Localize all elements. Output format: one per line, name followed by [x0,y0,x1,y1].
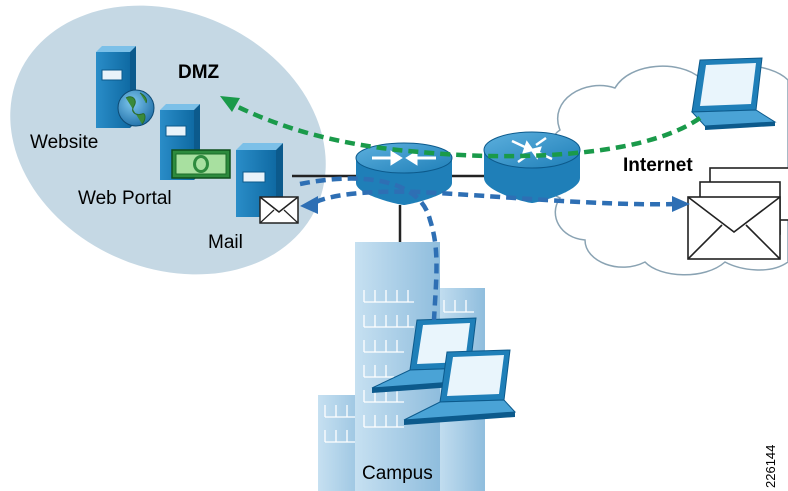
mail-flow [299,176,677,321]
globe-icon [117,89,155,127]
envelope-stack-icon [687,167,788,260]
green-arrowhead [220,96,240,112]
mail-label: Mail [208,232,243,253]
internet-label: Internet [623,155,693,176]
money-icon [171,149,231,179]
blue-arrowhead-right [672,196,690,212]
internet-laptop-icon [690,57,777,130]
blue-arrowhead-left [300,196,318,214]
figure-id-label: 226144 [763,444,778,488]
dmz-label: DMZ [178,62,220,83]
firewall-router-icon [355,142,453,205]
router-icon [483,131,581,203]
campus-label: Campus [362,463,433,484]
campus-laptop-icon [403,349,517,425]
network-links [292,174,490,248]
website-label: Website [30,132,99,153]
envelope-icon [259,196,299,224]
internet-to-dmz-flow [230,101,702,159]
web-portal-label: Web Portal [78,188,172,209]
